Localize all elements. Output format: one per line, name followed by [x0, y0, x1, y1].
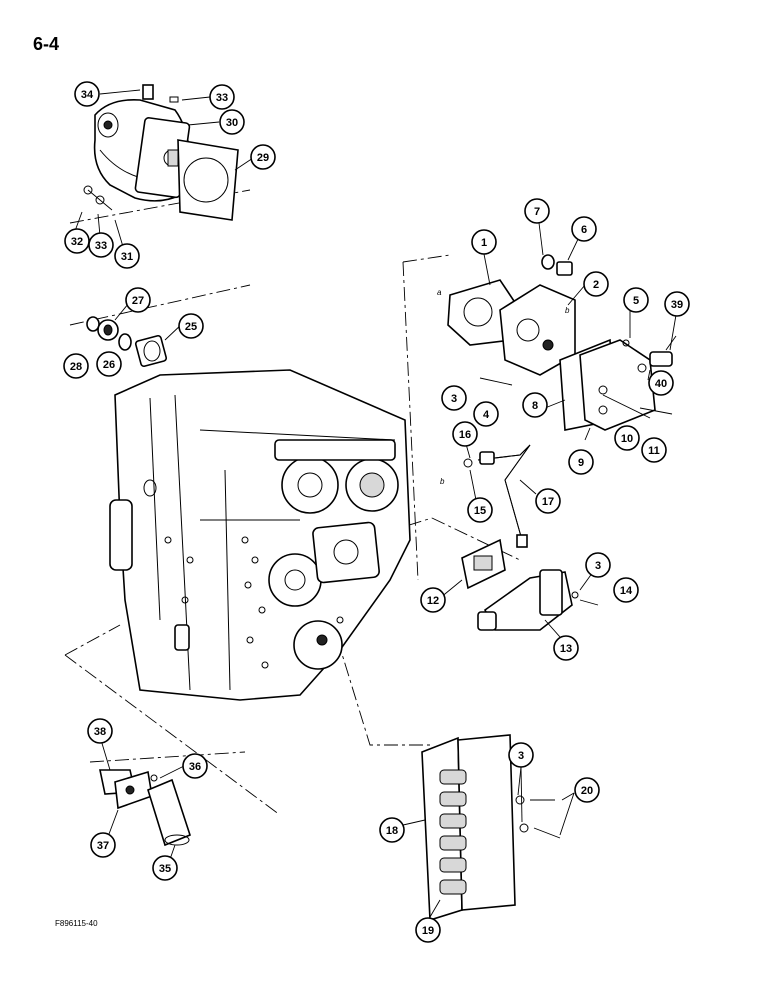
svg-text:28: 28 — [70, 361, 82, 373]
callout-14: 14 — [613, 577, 639, 603]
svg-text:29: 29 — [257, 152, 269, 164]
svg-text:6: 6 — [581, 224, 587, 236]
callout-7: 7 — [524, 198, 550, 224]
callout-6: 6 — [571, 216, 597, 242]
svg-text:17: 17 — [542, 496, 554, 508]
callout-1: 1 — [471, 229, 497, 255]
svg-text:2: 2 — [593, 279, 599, 291]
callout-3: 3 — [585, 552, 611, 578]
svg-text:7: 7 — [534, 206, 540, 218]
valve-assembly — [461, 538, 599, 631]
svg-text:31: 31 — [121, 251, 133, 263]
svg-text:36: 36 — [189, 761, 201, 773]
svg-text:19: 19 — [422, 925, 434, 937]
callout-37: 37 — [90, 832, 116, 858]
svg-text:32: 32 — [71, 236, 83, 248]
leader-lines — [74, 89, 677, 918]
callout-12: 12 — [420, 587, 446, 613]
callout-3: 3 — [441, 385, 467, 411]
bearing-parts — [86, 316, 168, 368]
callout-17: 17 — [535, 488, 561, 514]
svg-text:13: 13 — [560, 643, 572, 655]
callout-40: 40 — [648, 370, 674, 396]
callout-25: 25 — [178, 313, 204, 339]
svg-text:8: 8 — [532, 400, 538, 412]
svg-text:33: 33 — [95, 240, 107, 252]
callout-35: 35 — [152, 855, 178, 881]
callout-30: 30 — [219, 109, 245, 135]
svg-text:25: 25 — [185, 321, 197, 333]
svg-text:18: 18 — [386, 825, 398, 837]
callout-36: 36 — [182, 753, 208, 779]
callout-18: 18 — [379, 817, 405, 843]
callout-20: 20 — [574, 777, 600, 803]
svg-text:20: 20 — [581, 785, 593, 797]
svg-text:39: 39 — [671, 299, 683, 311]
svg-text:15: 15 — [474, 505, 486, 517]
cover-assembly — [447, 254, 673, 431]
tube-assembly — [463, 444, 531, 548]
svg-text:3: 3 — [595, 560, 601, 572]
callout-33: 33 — [88, 232, 114, 258]
callout-39: 39 — [664, 291, 690, 317]
svg-text:3: 3 — [451, 393, 457, 405]
svg-text:35: 35 — [159, 863, 171, 875]
callout-13: 13 — [553, 635, 579, 661]
svg-text:12: 12 — [427, 595, 439, 607]
svg-text:34: 34 — [81, 89, 94, 101]
connector-letter-a: a — [437, 288, 442, 297]
svg-text:4: 4 — [483, 409, 490, 421]
callout-27: 27 — [125, 287, 151, 313]
transmission-housing — [109, 369, 411, 701]
callout-4: 4 — [473, 401, 499, 427]
figure-code: F896115-40 — [55, 919, 98, 928]
svg-text:27: 27 — [132, 295, 144, 307]
pump-assembly — [83, 84, 239, 221]
callout-38: 38 — [87, 718, 113, 744]
callout-26: 26 — [96, 351, 122, 377]
svg-text:37: 37 — [97, 840, 109, 852]
svg-text:10: 10 — [621, 433, 633, 445]
svg-text:14: 14 — [620, 585, 633, 597]
callout-9: 9 — [568, 449, 594, 475]
svg-text:38: 38 — [94, 726, 106, 738]
callout-31: 31 — [114, 243, 140, 269]
callout-32: 32 — [64, 228, 90, 254]
callout-28: 28 — [63, 353, 89, 379]
callout-15: 15 — [467, 497, 493, 523]
callout-10: 10 — [614, 425, 640, 451]
svg-text:16: 16 — [459, 429, 471, 441]
callout-11: 11 — [641, 437, 667, 463]
callout-33: 33 — [209, 84, 235, 110]
svg-text:30: 30 — [226, 117, 238, 129]
svg-text:11: 11 — [648, 445, 660, 457]
svg-text:33: 33 — [216, 92, 228, 104]
svg-text:3: 3 — [518, 750, 524, 762]
connector-letter-b: b — [565, 306, 570, 315]
solenoid-block — [421, 734, 561, 922]
pan-parts — [99, 769, 191, 847]
svg-text:9: 9 — [578, 457, 584, 469]
callout-2: 2 — [583, 271, 609, 297]
callout-5: 5 — [623, 287, 649, 313]
connector-letter-b: b — [440, 477, 445, 486]
page-number: 6-4 — [33, 34, 60, 54]
callout-19: 19 — [415, 917, 441, 943]
svg-text:1: 1 — [481, 237, 487, 249]
callout-16: 16 — [452, 421, 478, 447]
svg-text:40: 40 — [655, 378, 667, 390]
svg-text:5: 5 — [633, 295, 639, 307]
callout-29: 29 — [250, 144, 276, 170]
callout-3: 3 — [508, 742, 534, 768]
callout-8: 8 — [522, 392, 548, 418]
callout-34: 34 — [74, 81, 100, 107]
svg-text:26: 26 — [103, 359, 115, 371]
